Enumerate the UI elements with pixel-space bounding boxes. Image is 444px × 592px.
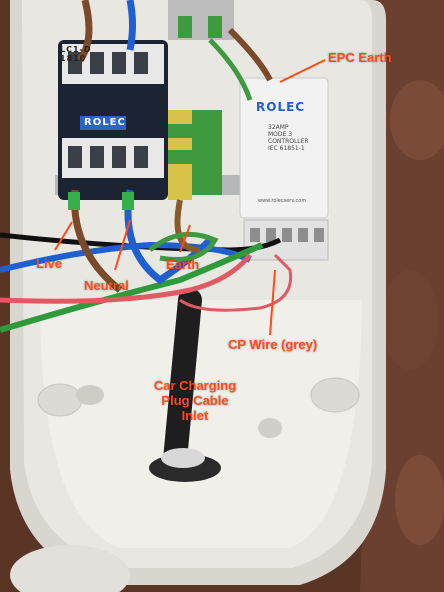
terminal-screw	[134, 52, 148, 74]
cable-tie	[161, 448, 205, 468]
contactor-model-label: LC1-D 1810	[60, 45, 92, 63]
gland-connector	[178, 16, 192, 38]
earth-terminal-stripe	[168, 150, 192, 164]
controller-terminal	[282, 228, 292, 242]
contactor-brand-badge	[80, 116, 126, 130]
cable-gland-top	[168, 0, 234, 40]
terminal-screw	[68, 146, 82, 168]
supply-wire-blue	[126, 0, 136, 51]
carpet-pattern-spot	[395, 455, 444, 545]
earth-terminal-stripe	[168, 124, 192, 138]
mounting-boss	[310, 377, 360, 413]
epc-wire	[227, 27, 273, 82]
blue-wire	[0, 241, 252, 273]
neutral-wire	[124, 189, 213, 285]
label-epc-earth: EPC Earth	[328, 50, 392, 65]
label-cp-wire: CP Wire (grey)	[228, 337, 318, 352]
earth-wire-loop	[148, 231, 219, 263]
pointer-cp-wire	[269, 269, 276, 336]
epc-earth-wire	[208, 38, 253, 101]
supply-wire-brown	[77, 0, 93, 63]
terminal-screw	[112, 146, 126, 168]
carpet-pattern-spot	[382, 270, 438, 370]
ferrule	[122, 192, 134, 210]
pink-wire	[0, 253, 252, 304]
mounting-boss-hole	[76, 385, 104, 405]
terminal-screw	[90, 146, 104, 168]
charging-cable	[163, 288, 202, 472]
controller-terminal	[250, 228, 260, 242]
controller-terminal	[298, 228, 308, 242]
enclosure-floor	[40, 300, 362, 548]
controller-terminal	[314, 228, 324, 242]
pointer-live	[54, 221, 73, 251]
controller-brand: ROLEC	[256, 100, 306, 114]
pointer-neutral	[114, 219, 131, 271]
label-inlet: Car Charging Plug Cable Inlet	[153, 378, 237, 423]
pointer-epc-earth	[279, 59, 326, 83]
earth-terminal-block	[192, 110, 222, 195]
label-neutral: Neutral	[84, 278, 129, 293]
terminal-screw	[112, 52, 126, 74]
green-wire	[0, 242, 264, 333]
controller-body	[239, 77, 329, 219]
controller-terminal	[266, 228, 276, 242]
gland-connector	[208, 16, 222, 38]
ferrule	[68, 192, 80, 210]
controller-url: www.rolecserv.com	[258, 198, 307, 204]
plug-body	[10, 545, 130, 592]
carpet-pattern-spot	[390, 80, 444, 160]
label-live: Live	[36, 256, 63, 271]
controller-spec: 32AMP MODE 3 CONTROLLER IEC 61851-1	[268, 124, 309, 152]
pointer-earth	[179, 224, 191, 253]
screw-boss	[258, 418, 282, 438]
cp-wire	[179, 253, 293, 312]
label-earth: Earth	[166, 257, 200, 272]
terminal-screw	[90, 52, 104, 74]
contactor-brand: ROLEC	[84, 117, 126, 128]
terminal-screw	[134, 146, 148, 168]
mounting-boss	[37, 383, 83, 417]
